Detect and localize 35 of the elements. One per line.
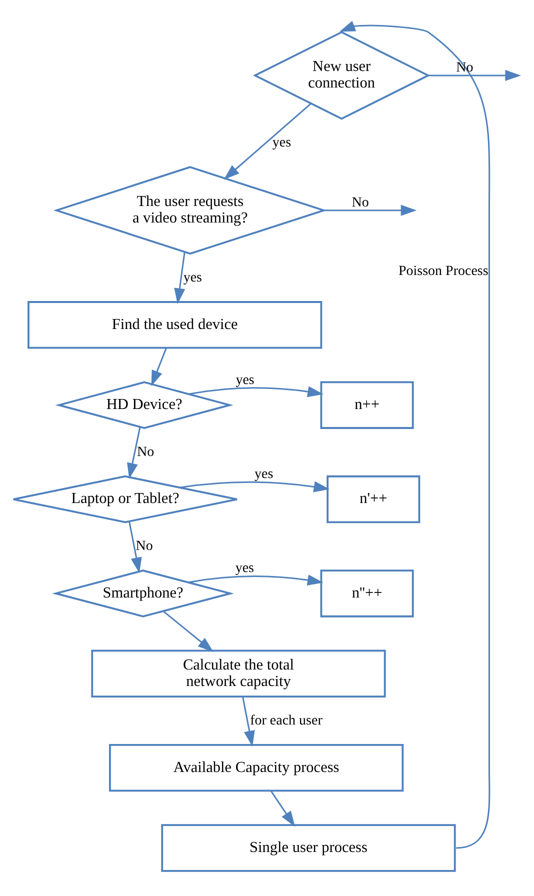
arrow xyxy=(188,574,324,586)
node-diamond: Laptop or Tablet? xyxy=(12,475,238,524)
arrow xyxy=(162,610,214,652)
edge-label: yes xyxy=(235,561,254,576)
arrow xyxy=(151,348,167,386)
arrow xyxy=(174,252,186,304)
arrow xyxy=(180,481,330,492)
arrow xyxy=(128,522,142,574)
arrow xyxy=(224,102,312,180)
arrow xyxy=(242,696,255,747)
edge-label: No xyxy=(136,538,153,554)
node-diamond: HD Device? xyxy=(55,381,234,429)
node-box: Single user process xyxy=(161,824,456,872)
node-diamond: Smartphone? xyxy=(52,570,234,618)
node-box: n'++ xyxy=(326,475,420,524)
arrow xyxy=(188,386,324,398)
node-box: Calculate the total network capacity xyxy=(91,650,386,698)
node-box: n++ xyxy=(320,381,414,429)
edge-label: yes xyxy=(236,372,254,388)
arrow xyxy=(270,790,296,827)
node-box: n''++ xyxy=(320,570,414,618)
node-box: Available Capacity process xyxy=(109,744,404,792)
node-diamond: New user connection xyxy=(252,31,430,120)
edge-label: yes xyxy=(254,467,274,482)
node-box: Find the used device xyxy=(28,301,322,349)
arrow xyxy=(339,20,490,849)
arrow xyxy=(428,70,521,81)
arrow xyxy=(324,204,417,216)
edge-label: No xyxy=(352,195,369,210)
edge-label: No xyxy=(137,444,154,460)
edge-label: for each user xyxy=(250,713,322,728)
edge-label: Poisson Process xyxy=(398,264,488,280)
arrow xyxy=(127,427,141,479)
edge-label: yes xyxy=(272,135,292,150)
edge-label: yes xyxy=(183,270,202,286)
